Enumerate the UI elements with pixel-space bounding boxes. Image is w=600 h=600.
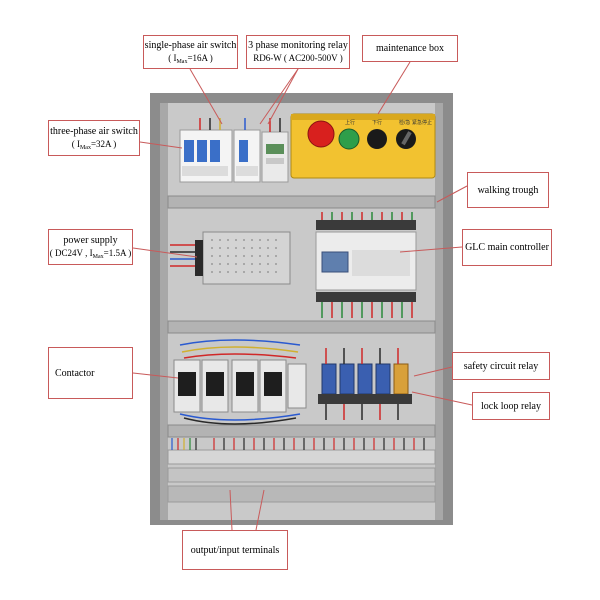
leader-maintenance-box [377, 61, 411, 115]
power-supply-title: power supply [63, 235, 118, 246]
leader-terminals-2 [255, 489, 265, 531]
leader-three-phase-switch [139, 141, 183, 149]
leader-walking-trough [436, 185, 468, 203]
label-single-phase-air-switch: single-phase air switch ( IMax=16A ) [143, 35, 238, 69]
leader-terminals-1 [229, 489, 233, 531]
relay-wiring [325, 348, 399, 420]
down-button-icon[interactable] [367, 129, 387, 149]
cabinet-rail-left [160, 103, 168, 520]
emergency-stop-button-icon[interactable] [307, 120, 335, 148]
mode-button-label: 检/急 [399, 119, 410, 126]
walking-trough-bottom [167, 424, 436, 438]
single-phase-switch-rating: ( IMax=16A ) [168, 53, 213, 65]
safety-circuit-relays [318, 363, 412, 404]
terminals-title: output/input terminals [190, 545, 280, 556]
label-three-phase-air-switch: three-phase air switch ( IMax=32A ) [48, 120, 140, 156]
down-button-label: 下行 [372, 119, 382, 126]
power-supply-rating: ( DC24V , IMax=1.5A ) [49, 248, 132, 260]
three-phase-switch-rating: ( IMax=32A ) [71, 139, 117, 151]
power-supply-wiring [170, 244, 195, 267]
monitoring-relay-model: RD6-W ( AC200-500V ) [253, 53, 343, 63]
label-power-supply: power supply ( DC24V , IMax=1.5A ) [48, 229, 133, 265]
up-button-icon[interactable] [338, 128, 360, 150]
walking-trough-title: walking trough [477, 185, 539, 196]
single-phase-switch-title: single-phase air switch [144, 40, 237, 51]
label-maintenance-box: maintenance box [362, 35, 458, 62]
cabinet-rail-right [435, 103, 443, 520]
leader-lock-loop-relay [411, 391, 473, 406]
leader-safety-relay [413, 366, 453, 377]
three-phase-air-switch [179, 129, 233, 183]
leader-lines [132, 61, 473, 531]
contactor-group [173, 359, 307, 413]
power-supply-unit [195, 231, 291, 285]
monitoring-relay-title: 3 phase monitoring relay [248, 40, 348, 51]
maintenance-box-title: maintenance box [375, 43, 445, 54]
glc-main-controller [315, 220, 417, 302]
label-walking-trough: walking trough [467, 172, 549, 208]
label-contactor: Contactor [48, 347, 133, 399]
leader-monitoring-relay-2 [267, 68, 299, 125]
glc-controller-title: GLC main controller [465, 242, 549, 253]
leader-monitoring-relay-1 [259, 68, 299, 125]
label-monitoring-relay: 3 phase monitoring relay RD6-W ( AC200-5… [246, 35, 350, 69]
up-button-label: 上行 [345, 119, 355, 126]
stop-button-label: 紧急停止 [412, 119, 432, 126]
monitoring-relay-module [261, 131, 289, 183]
single-phase-air-switch [233, 129, 261, 183]
leader-contactor [132, 372, 179, 379]
contactor-title: Contactor [55, 368, 95, 379]
three-phase-switch-title: three-phase air switch [50, 126, 138, 137]
contactor-wiring [179, 339, 301, 425]
leader-power-supply [132, 247, 198, 258]
lock-loop-relay-title: lock loop relay [481, 401, 541, 412]
controller-terminal-wires-top [321, 212, 413, 220]
walking-trough-top [167, 195, 436, 209]
leader-single-phase-switch [189, 68, 223, 125]
controller-terminal-wires-bottom [321, 302, 413, 318]
label-glc-main-controller: GLC main controller [462, 229, 552, 266]
terminal-strip [167, 449, 436, 503]
walking-trough-middle [167, 320, 436, 334]
leader-glc-controller [399, 246, 463, 253]
terminal-wires [171, 438, 425, 450]
label-output-input-terminals: output/input terminals [182, 530, 288, 570]
label-safety-circuit-relay: safety circuit relay [452, 352, 550, 380]
safety-relay-title: safety circuit relay [463, 361, 539, 372]
maintenance-box: 上行 下行 检/急 紧急停止 [290, 113, 436, 179]
label-lock-loop-relay: lock loop relay [472, 392, 550, 420]
